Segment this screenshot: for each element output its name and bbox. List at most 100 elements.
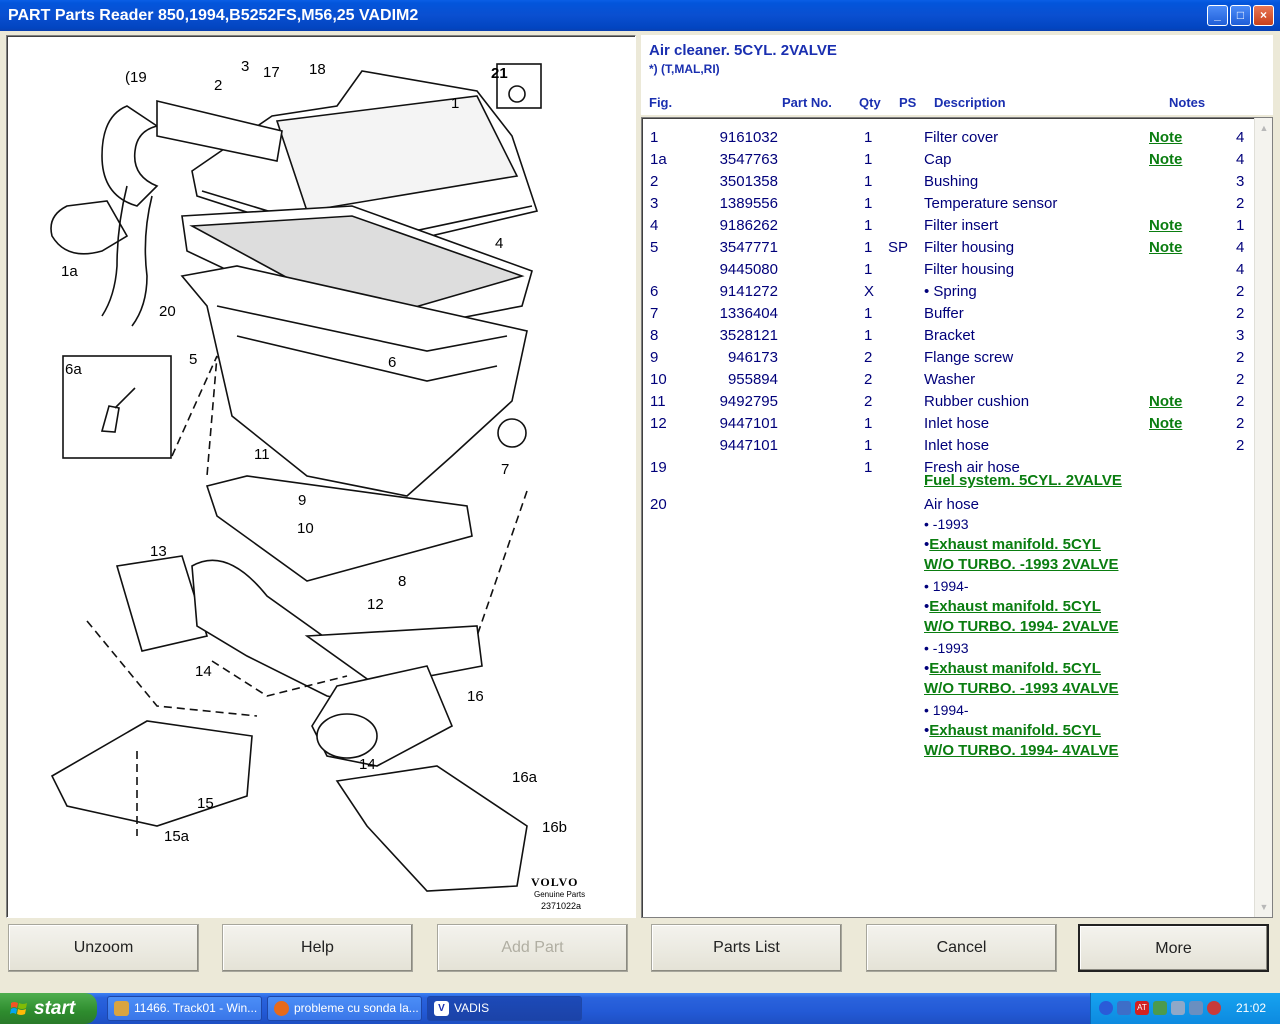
parts-list-button[interactable]: Parts List [651, 924, 842, 972]
cell-description: Temperature sensor [924, 195, 1058, 212]
ref-link-exhaust-manifold-cont[interactable]: W/O TURBO. 1994- 2VALVE [924, 618, 1119, 635]
note-link[interactable]: Note [1149, 217, 1183, 234]
svg-text:18: 18 [309, 61, 326, 78]
note-link[interactable]: Note [1149, 129, 1183, 146]
col-notes[interactable]: Notes [1169, 95, 1206, 110]
network-icon[interactable] [1117, 1001, 1131, 1015]
exploded-diagram[interactable]: (19 2 3 17 18 21 1 4 1a 20 5 6 6a 11 7 9… [6, 35, 636, 918]
help-button[interactable]: Help [222, 924, 413, 972]
task-vadis[interactable]: V VADIS [427, 996, 582, 1021]
cell-qty: 1 [864, 129, 873, 146]
volume-icon[interactable] [1171, 1001, 1185, 1015]
antivirus-icon[interactable]: AT [1135, 1001, 1149, 1015]
minimize-icon[interactable]: _ [1207, 5, 1228, 26]
cell-description: Filter housing [924, 239, 1015, 256]
svg-text:16b: 16b [542, 819, 567, 836]
note-link[interactable]: Note [1149, 239, 1183, 256]
task-firefox[interactable]: probleme cu sonda la... [267, 996, 422, 1021]
tray-expand-icon[interactable] [1099, 1001, 1113, 1015]
ref-link-exhaust-manifold-cont[interactable]: W/O TURBO. -1993 4VALVE [924, 680, 1119, 697]
col-qty[interactable]: Qty [859, 95, 881, 110]
svg-text:20: 20 [159, 303, 176, 320]
scroll-up-icon[interactable]: ▲ [1259, 123, 1269, 133]
svg-text:2: 2 [214, 77, 222, 94]
ref-link-fuel-system[interactable]: Fuel system. 5CYL. 2VALVE [924, 472, 1122, 489]
ref-link-exhaust-manifold[interactable]: •Exhaust manifold. 5CYL [924, 722, 1101, 739]
cell-qty: 1 [864, 437, 873, 454]
shield-icon[interactable] [1189, 1001, 1203, 1015]
link-text[interactable]: Exhaust manifold. 5CYL [929, 536, 1101, 553]
cell-fig: 20 [650, 496, 667, 513]
scroll-down-icon[interactable]: ▼ [1259, 902, 1269, 912]
ref-link-exhaust-manifold[interactable]: •Exhaust manifold. 5CYL [924, 536, 1101, 553]
cell-fig: 19 [650, 459, 667, 476]
col-fig[interactable]: Fig. [649, 95, 673, 110]
bullet: • [924, 598, 930, 615]
col-description[interactable]: Description [934, 95, 1006, 110]
link-text[interactable]: Exhaust manifold. 5CYL [929, 722, 1101, 739]
svg-text:Genuine Parts: Genuine Parts [534, 890, 585, 899]
window-titlebar[interactable]: PART Parts Reader 850,1994,B5252FS,M56,2… [0, 0, 1280, 31]
vertical-scrollbar[interactable]: ▲ ▼ [1254, 118, 1272, 917]
maximize-icon[interactable]: □ [1230, 5, 1251, 26]
cell-fig: 8 [650, 327, 659, 344]
more-button[interactable]: More [1078, 924, 1269, 972]
cell-qty: 1 [864, 261, 873, 278]
cell-qty: 1 [864, 173, 873, 190]
update-icon[interactable] [1207, 1001, 1221, 1015]
cell-part-no: 955894 [727, 371, 778, 388]
ref-link-exhaust-manifold-cont[interactable]: W/O TURBO. 1994- 4VALVE [924, 742, 1119, 759]
col-part-no[interactable]: Part No. [782, 95, 832, 110]
cell-part-no: 9445080 [719, 261, 778, 278]
cell-fig: 6 [650, 283, 659, 300]
svg-text:13: 13 [150, 543, 167, 560]
cell-description: Inlet hose [924, 415, 990, 432]
cell-ps: SP [888, 239, 909, 256]
svg-text:14: 14 [359, 756, 376, 773]
link-text[interactable]: Exhaust manifold. 5CYL [929, 598, 1101, 615]
start-button[interactable]: start [0, 993, 97, 1024]
cell-description: Filter insert [924, 217, 999, 234]
cancel-button[interactable]: Cancel [866, 924, 1057, 972]
note-link[interactable]: Note [1149, 393, 1183, 410]
cell-part-no: 3501358 [719, 173, 778, 190]
table-row[interactable]: 20 Air hose [642, 493, 1254, 515]
cell-part-no: 1336404 [719, 305, 778, 322]
link-text[interactable]: Exhaust manifold. 5CYL [929, 660, 1101, 677]
ref-link-exhaust-manifold-cont[interactable]: W/O TURBO. -1993 2VALVE [924, 556, 1119, 573]
col-ps[interactable]: PS [899, 95, 917, 110]
note-link[interactable]: Note [1149, 415, 1183, 432]
close-icon[interactable]: × [1253, 5, 1274, 26]
sync-icon[interactable] [1153, 1001, 1167, 1015]
cell-fig: 7 [650, 305, 659, 322]
cell-part-no: 3547763 [719, 151, 778, 168]
add-part-button[interactable]: Add Part [437, 924, 628, 972]
task-track01[interactable]: 11466. Track01 - Win... [107, 996, 262, 1021]
note-link[interactable]: Note [1149, 151, 1183, 168]
ref-link-exhaust-manifold[interactable]: •Exhaust manifold. 5CYL [924, 660, 1101, 677]
cell-qty: 1 [864, 151, 873, 168]
cell-fig: 3 [650, 195, 659, 212]
diagram-callouts: (19 2 3 17 18 21 1 4 1a 20 5 6 6a 11 7 9… [61, 58, 567, 845]
svg-text:14: 14 [195, 663, 212, 680]
client-area: (19 2 3 17 18 21 1 4 1a 20 5 6 6a 11 7 9… [0, 31, 1280, 993]
unzoom-button[interactable]: Unzoom [8, 924, 199, 972]
ref-link-exhaust-manifold[interactable]: •Exhaust manifold. 5CYL [924, 598, 1101, 615]
